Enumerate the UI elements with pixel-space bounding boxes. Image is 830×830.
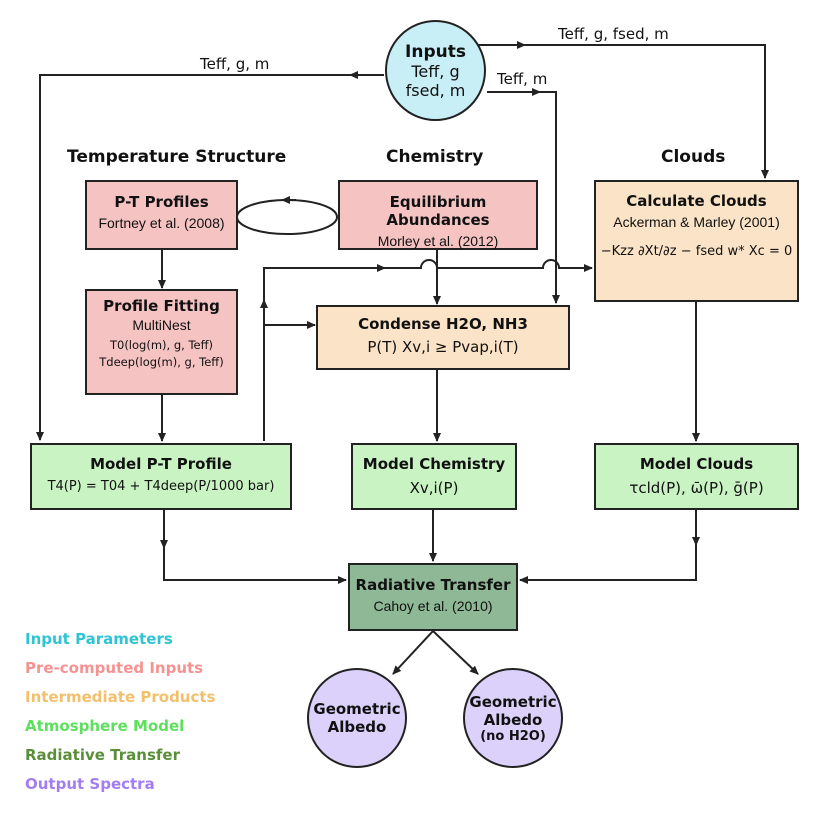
label-left-params: Teff, g, m (200, 55, 270, 73)
header-clouds: Clouds (661, 147, 726, 167)
model-pt-box: Model P-T Profile T4(P) = T04 + T4deep(P… (30, 443, 292, 510)
calc-clouds-title: Calculate Clouds (626, 192, 767, 210)
legend-precomputed: Pre-computed Inputs (25, 659, 204, 677)
model-clouds-box: Model Clouds τcld(P), ω̄(P), ḡ(P) (594, 443, 799, 510)
legend-intermediate: Intermediate Products (25, 688, 216, 706)
inputs-title: Inputs (405, 41, 466, 62)
output-albedo-line2: Albedo (327, 718, 387, 736)
output-albedo-no-h2o-line3: (no H2O) (480, 728, 546, 744)
calc-clouds-box: Calculate Clouds Ackerman & Marley (2001… (594, 180, 799, 302)
profile-fitting-box: Profile Fitting MultiNest T0(log(m), g, … (85, 289, 238, 395)
equilibrium-box: Equilibrium Abundances Morley et al. (20… (338, 180, 538, 250)
profile-fitting-title: Profile Fitting (103, 297, 220, 315)
model-chem-eq: Xv,i(P) (409, 479, 459, 497)
model-pt-eq: T4(P) = T04 + T4deep(P/1000 bar) (47, 479, 275, 494)
condense-title: Condense H2O, NH3 (358, 315, 528, 333)
output-albedo-no-h2o: Geometric Albedo (no H2O) (463, 668, 563, 768)
label-right-params: Teff, g, fsed, m (558, 25, 669, 43)
label-center-params: Teff, m (497, 70, 548, 88)
condense-eq: P(T) Xv,i ≥ Pvap,i(T) (367, 338, 519, 356)
pt-profiles-box: P-T Profiles Fortney et al. (2008) (85, 180, 238, 250)
profile-fitting-method: MultiNest (132, 317, 191, 333)
legend-output: Output Spectra (25, 775, 155, 793)
output-albedo-no-h2o-line1: Geometric (469, 692, 557, 711)
output-albedo-no-h2o-line2: Albedo (483, 710, 543, 729)
radiative-title: Radiative Transfer (355, 576, 511, 594)
condense-box: Condense H2O, NH3 P(T) Xv,i ≥ Pvap,i(T) (316, 305, 570, 370)
pt-profiles-title: P-T Profiles (114, 193, 209, 211)
model-clouds-eq: τcld(P), ω̄(P), ḡ(P) (629, 479, 764, 497)
calc-clouds-eq: −Kzz ∂Xt/∂z − fsed w* Xc = 0 (600, 244, 793, 259)
calc-clouds-ref: Ackerman & Marley (2001) (613, 214, 780, 230)
output-albedo: Geometric Albedo (307, 668, 407, 768)
inputs-node: Inputs Teff, g fsed, m (385, 20, 486, 121)
model-pt-title: Model P-T Profile (90, 455, 232, 473)
model-chem-box: Model Chemistry Xv,i(P) (351, 443, 517, 510)
profile-fitting-eq1: T0(log(m), g, Teff) (109, 338, 213, 352)
header-temperature: Temperature Structure (67, 147, 287, 167)
header-chemistry: Chemistry (386, 147, 484, 167)
model-chem-title: Model Chemistry (362, 455, 506, 473)
inputs-line1: Teff, g (411, 61, 460, 81)
pt-profiles-ref: Fortney et al. (2008) (98, 215, 225, 231)
radiative-ref: Cahoy et al. (2010) (373, 598, 493, 614)
equilibrium-title: Equilibrium Abundances (386, 193, 490, 229)
output-albedo-line1: Geometric (313, 700, 401, 718)
profile-fitting-eq2: Tdeep(log(m), g, Teff) (99, 355, 224, 369)
equilibrium-ref: Morley et al. (2012) (377, 233, 499, 249)
legend-radiative: Radiative Transfer (25, 746, 180, 764)
radiative-box: Radiative Transfer Cahoy et al. (2010) (348, 563, 518, 631)
model-clouds-title: Model Clouds (639, 455, 754, 473)
legend-atmosphere: Atmosphere Model (25, 717, 185, 735)
legend-input: Input Parameters (25, 630, 173, 648)
inputs-line2: fsed, m (405, 80, 466, 100)
